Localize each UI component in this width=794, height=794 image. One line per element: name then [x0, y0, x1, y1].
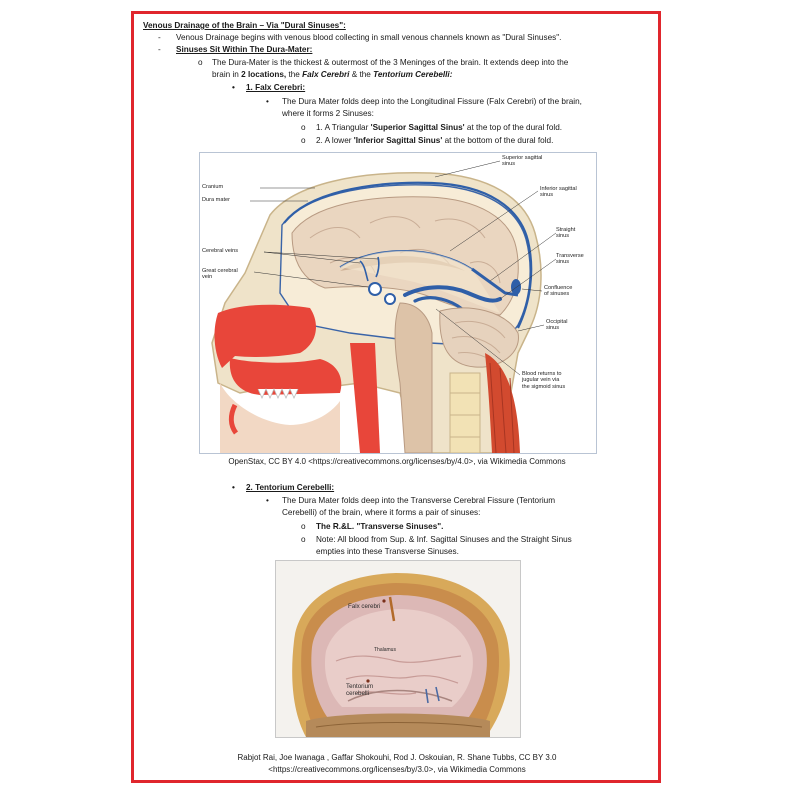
falx-text-line1: The Dura Mater folds deep into the Longi…	[282, 97, 582, 106]
dot-marker: •	[232, 83, 235, 92]
tentorium-text-line1: The Dura Mater folds deep into the Trans…	[282, 496, 556, 505]
note-line2: empties into these Transverse Sinuses.	[316, 547, 459, 556]
tentorium-text-line2: Cerebelli) of the brain, where it forms …	[282, 508, 481, 517]
note-line1: Note: All blood from Sup. & Inf. Sagitta…	[316, 535, 572, 544]
falx-text-line2: where it forms 2 Sinuses:	[282, 109, 374, 118]
document-heading: Venous Drainage of the Brain – Via "Dura…	[143, 21, 346, 30]
subheading-sinuses: Sinuses Sit Within The Dura-Mater:	[176, 45, 313, 54]
ring-marker: o	[301, 123, 306, 132]
ring-marker: o	[198, 58, 203, 67]
brain-sagittal-illustration	[211, 160, 557, 453]
intro-text: Venous Drainage begins with venous blood…	[176, 33, 562, 42]
figure2-caption-line2: <https://creativecommons.org/licenses/by…	[268, 765, 526, 774]
dot-marker: •	[232, 483, 235, 492]
ring-marker: o	[301, 535, 306, 544]
dissection-photo-illustration	[276, 561, 520, 737]
transverse-sinuses-item: The R.&L. "Transverse Sinuses".	[316, 522, 444, 531]
figure1-caption: OpenStax, CC BY 4.0 <https://creativecom…	[228, 457, 566, 466]
dash-marker: -	[158, 45, 161, 54]
dot-marker: •	[266, 97, 269, 106]
label-cerebral-veins: Cerebral veins	[202, 248, 239, 254]
dura-text-line1: The Dura-Mater is the thickest & outermo…	[212, 58, 569, 67]
label-cranium: Cranium	[202, 184, 224, 190]
falx-sinus-2: 2. A lower 'Inferior Sagittal Sinus' at …	[316, 136, 554, 145]
dash-marker: -	[158, 33, 161, 42]
dot-marker: •	[266, 496, 269, 505]
ring-marker: o	[301, 136, 306, 145]
label-dura-mater: Dura mater	[202, 197, 230, 203]
label-falx-cerebri: Falx cerebri	[348, 603, 381, 610]
label-thalamus: Thalamus	[374, 647, 396, 653]
falx-sinus-1: 1. A Triangular 'Superior Sagittal Sinus…	[316, 123, 563, 132]
figure2-caption-line1: Rabjot Rai, Joe Iwanaga , Gaffar Shokouh…	[237, 753, 557, 762]
ring-marker: o	[301, 522, 306, 531]
dura-text-line2: brain in 2 locations, the Falx Cerebri &…	[212, 70, 453, 79]
section-tentorium-title: 2. Tentorium Cerebelli:	[246, 483, 335, 492]
section-falx-title: 1. Falx Cerebri:	[246, 83, 306, 92]
figure-dural-sinuses-sagittal: Cranium Dura mater Cerebral veins Great …	[199, 152, 597, 454]
